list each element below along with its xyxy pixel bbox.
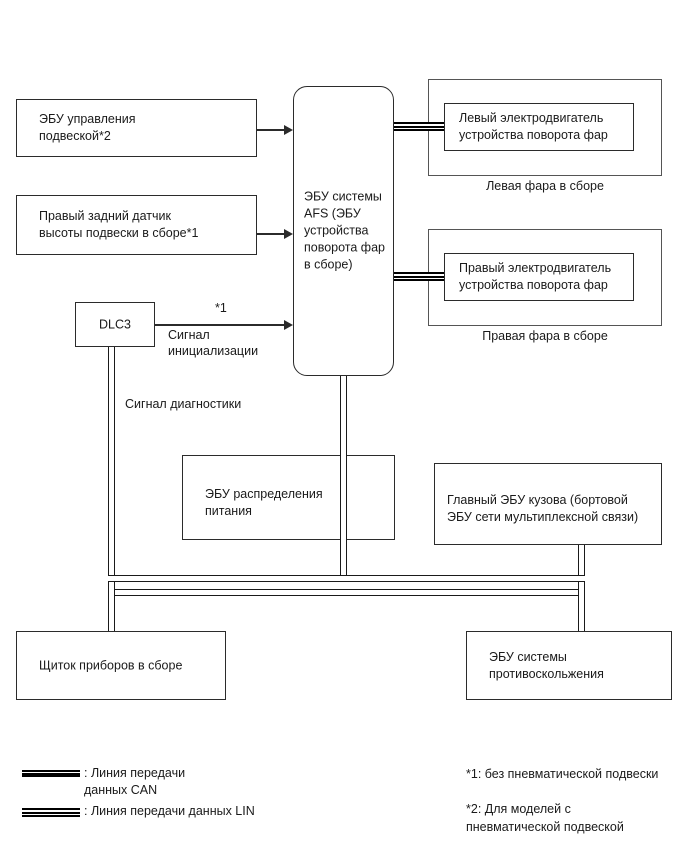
box-combination-meter-label: Щиток приборов в сборе [39,658,183,672]
box-afs-ecu-label: ЭБУ системы AFS (ЭБУ устройства поворота… [304,189,385,272]
arrow-line-dlc3-to-afs [155,324,286,326]
label-asterisk-one: *1 [215,301,227,315]
box-left-swivel-motor-label: Левый электродвигатель устройства поворо… [459,111,608,142]
can-line-symbol-icon [22,770,80,777]
box-main-body-ecu-label: Главный ЭБУ кузова (бортовой ЭБУ сети му… [447,493,639,524]
box-suspension-ecu-label: ЭБУ управления подвеской*2 [39,112,136,143]
lin-line-right-motor [390,272,446,281]
legend-can: : Линия передачи данных CAN [22,765,352,799]
lin-line-symbol-icon [22,808,80,817]
label-diagnostics-signal: Сигнал диагностики [125,397,242,411]
can-line-body-ecu-vertical [578,545,585,625]
box-power-distribution-ecu-label: ЭБУ распределения питания [205,487,323,518]
can-line-dlc3-vertical [108,347,115,619]
note-asterisk-one: *1: без пневматической подвески [466,767,659,781]
can-line-afs-through-pdb [340,455,347,555]
caption-right-headlamp: Правая фара в сборе [482,329,608,343]
arrow-head-sensor-to-afs [284,229,293,239]
lin-line-left-motor [390,122,446,131]
box-right-swivel-motor-label: Правый электродвигатель устройства повор… [459,261,612,292]
arrow-head-suspension-to-afs [284,125,293,135]
box-main-body-ecu[interactable]: Главный ЭБУ кузова (бортовой ЭБУ сети му… [434,463,662,545]
legend-can-label: : Линия передачи данных CAN [84,766,186,797]
can-bus-lower-horizontal [108,589,585,596]
arrow-line-suspension-to-afs [257,129,286,131]
can-line-skid-control-drop [578,589,585,631]
caption-left-headlamp: Левая фара в сборе [486,179,604,193]
arrow-head-dlc3-to-afs [284,320,293,330]
can-bus-upper-horizontal [108,575,585,582]
box-afs-ecu[interactable]: ЭБУ системы AFS (ЭБУ устройства поворота… [293,86,394,376]
box-dlc3[interactable]: DLC3 [75,302,155,347]
box-power-distribution-ecu[interactable]: ЭБУ распределения питания [182,455,395,540]
label-initialization-signal: Сигнал инициализации [168,328,259,358]
box-rear-height-sensor[interactable]: Правый задний датчик высоты подвески в с… [16,195,257,255]
box-skid-control-ecu[interactable]: ЭБУ системы противоскольжения [466,631,672,700]
note-asterisk-two: *2: Для моделей с пневматической подвеск… [466,802,624,834]
box-dlc3-label: DLC3 [99,317,131,331]
box-skid-control-ecu-label: ЭБУ системы противоскольжения [489,649,604,681]
box-combination-meter[interactable]: Щиток приборов в сборе [16,631,226,700]
box-suspension-ecu[interactable]: ЭБУ управления подвеской*2 [16,99,257,157]
box-left-swivel-motor[interactable]: Левый электродвигатель устройства поворо… [444,103,634,151]
can-line-combination-meter-drop [108,589,115,631]
legend-lin: : Линия передачи данных LIN [22,803,352,820]
box-right-swivel-motor[interactable]: Правый электродвигатель устройства повор… [444,253,634,301]
box-rear-height-sensor-label: Правый задний датчик высоты подвески в с… [39,209,199,240]
arrow-line-sensor-to-afs [257,233,286,235]
legend-lin-label: : Линия передачи данных LIN [84,804,255,818]
